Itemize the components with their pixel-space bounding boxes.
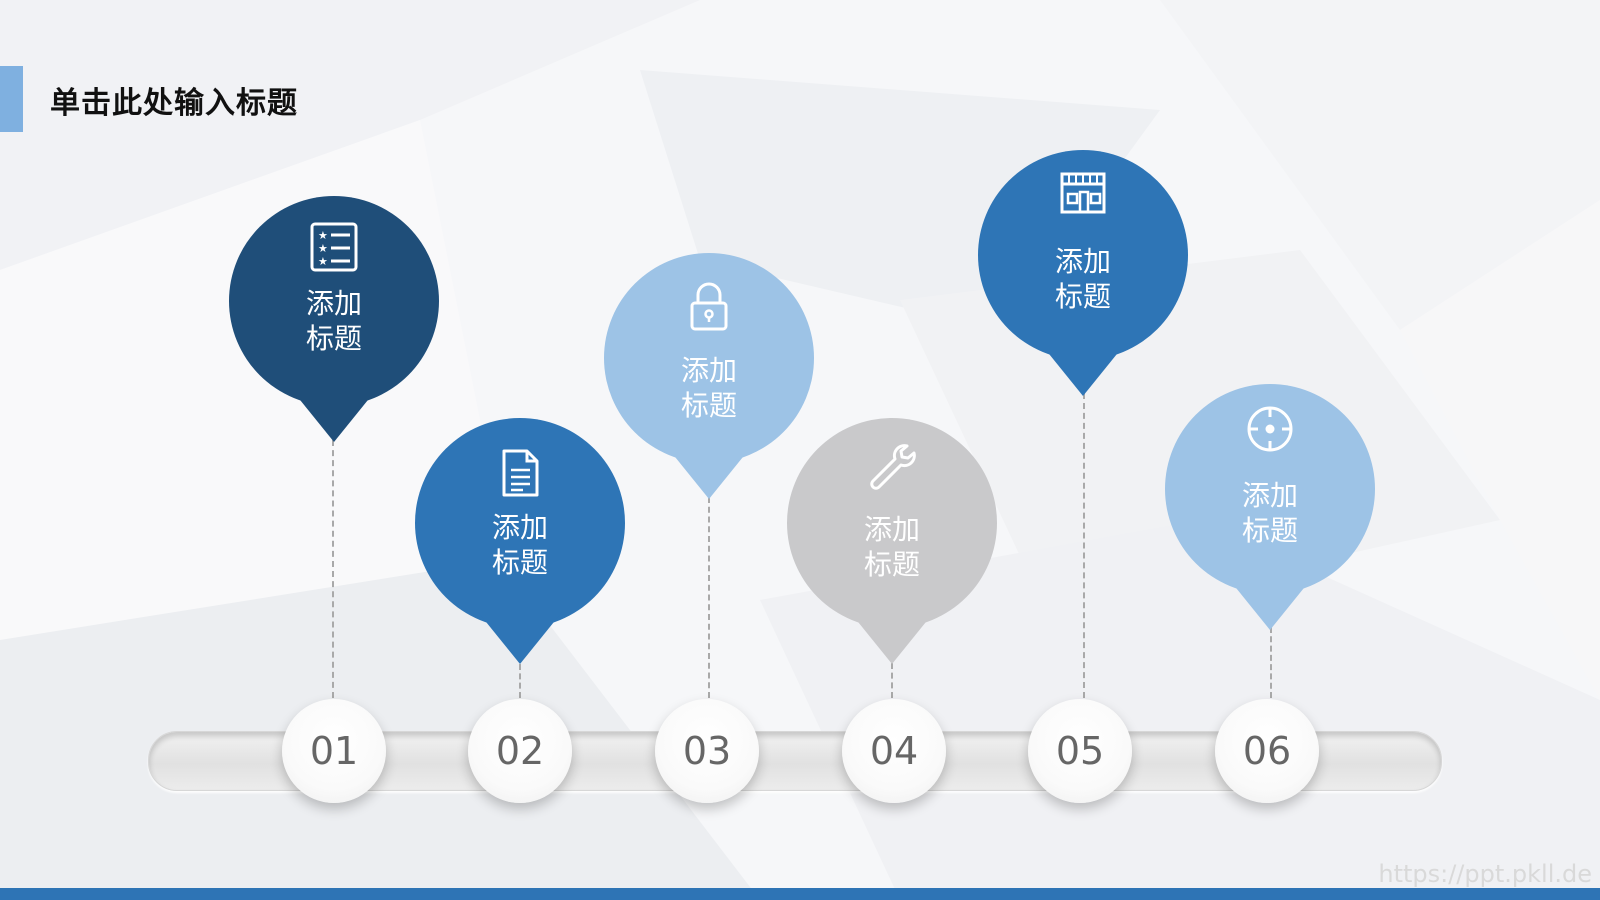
connector-05 [1083, 393, 1085, 698]
svg-text:★: ★ [318, 255, 328, 268]
svg-text:★: ★ [318, 242, 328, 255]
slide-title[interactable]: 单击此处输入标题 [50, 86, 298, 121]
step-label-02: 添加 标题 [491, 511, 548, 579]
step-pin-05[interactable]: 添加 标题 [978, 150, 1188, 400]
step-pin-03[interactable]: 添加 标题 [604, 253, 814, 503]
watermark: https://ppt.pkll.de [1378, 860, 1592, 888]
step-label-04: 添加 标题 [863, 513, 920, 581]
step-number-03[interactable]: 03 [655, 699, 759, 803]
step-number-06[interactable]: 06 [1215, 699, 1319, 803]
step-number-02[interactable]: 02 [468, 699, 572, 803]
pin-shape [604, 253, 814, 499]
target-icon [1247, 406, 1293, 452]
connector-01 [332, 440, 334, 698]
step-pin-06[interactable]: 添加 标题 [1165, 384, 1375, 634]
connector-04 [891, 663, 893, 698]
step-label-06: 添加 标题 [1241, 479, 1298, 547]
step-pin-04[interactable]: 添加 标题 [787, 418, 997, 668]
title-accent-bar [0, 66, 23, 132]
store-icon [1060, 172, 1106, 214]
step-pin-01[interactable]: ★ ★ ★ 添加 标题 [229, 196, 439, 446]
step-number-05[interactable]: 05 [1028, 699, 1132, 803]
step-label-03: 添加 标题 [680, 354, 737, 422]
step-pin-02[interactable]: 添加 标题 [415, 418, 625, 668]
connector-06 [1270, 627, 1272, 698]
step-number-04[interactable]: 04 [842, 699, 946, 803]
step-number-01[interactable]: 01 [282, 699, 386, 803]
lock-icon [690, 282, 728, 331]
document-icon [502, 449, 539, 497]
step-label-01: 添加 标题 [305, 287, 362, 355]
connector-02 [519, 664, 521, 698]
svg-text:★: ★ [318, 229, 328, 242]
pin-shape [1165, 384, 1375, 630]
connector-03 [708, 497, 710, 698]
pin-shape [978, 150, 1188, 396]
list-icon: ★ ★ ★ [310, 222, 358, 272]
footer-bar [0, 888, 1600, 900]
pin-shape [415, 418, 625, 664]
pin-shape [229, 196, 439, 442]
wrench-icon [870, 444, 916, 490]
step-label-05: 添加 标题 [1054, 245, 1111, 313]
pin-shape [787, 418, 997, 664]
